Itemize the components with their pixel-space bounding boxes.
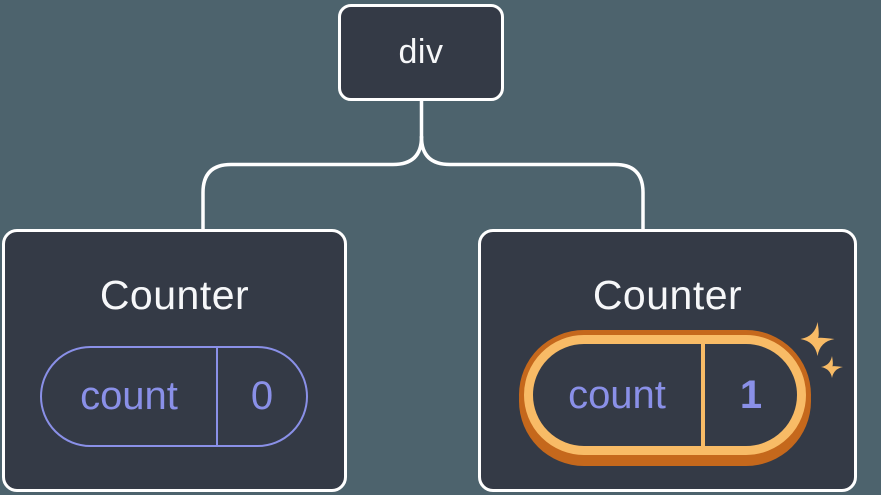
root-node-div: div — [338, 4, 504, 101]
counter-card-left: Counter count 0 — [2, 229, 347, 492]
root-node-label: div — [398, 33, 444, 71]
state-pill-count-0: count 0 — [40, 346, 308, 447]
state-value: 0 — [250, 374, 274, 418]
counter-card-right-title: Counter — [592, 272, 743, 318]
state-value: 1 — [739, 372, 763, 417]
pill-divider — [216, 348, 218, 445]
counter-card-left-title: Counter — [99, 272, 250, 318]
state-pill-count-1-highlighted: count 1 — [524, 335, 806, 455]
state-key-label: count — [80, 374, 178, 418]
counter-card-right: Counter count 1 — [478, 229, 857, 492]
pill-divider — [701, 344, 705, 446]
connector-branch-left — [201, 135, 424, 231]
state-key-label: count — [568, 372, 666, 417]
connector-branch-right — [419, 135, 645, 231]
